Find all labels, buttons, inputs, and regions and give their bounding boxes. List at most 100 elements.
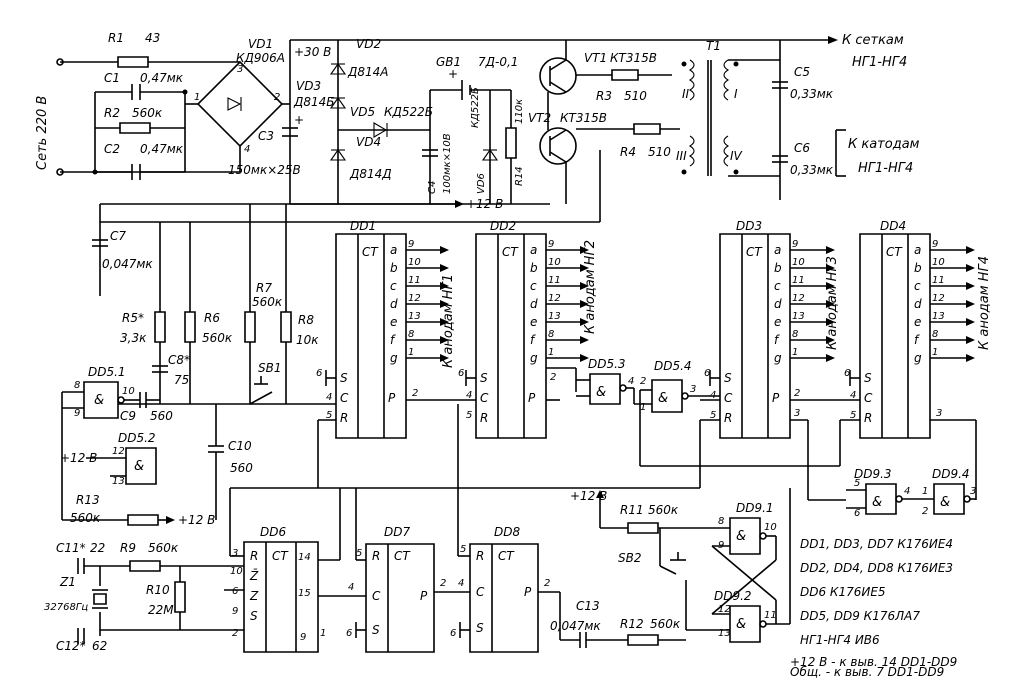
svg-text:6: 6 (450, 628, 456, 639)
svg-text:3: 3 (970, 486, 976, 497)
winding-iii: III (676, 149, 687, 163)
svg-text:13: 13 (718, 628, 731, 639)
svg-text:1: 1 (922, 486, 928, 497)
dd2-pin-11: 11 (548, 275, 561, 286)
svg-text:&: & (940, 495, 950, 510)
dd2-segment-c-arrow (580, 282, 589, 290)
c6-label: C6 (794, 141, 810, 155)
r14-label: R14 (514, 166, 525, 186)
svg-text:6: 6 (232, 586, 238, 597)
plus30-label: +30 В (294, 45, 331, 59)
svg-text:&: & (94, 393, 104, 408)
c8-label: C8* (168, 353, 190, 367)
vd6-label: VD6 (476, 173, 487, 194)
svg-text:6: 6 (346, 628, 352, 639)
svg-text:15: 15 (298, 588, 311, 599)
winding-ii: II (682, 87, 690, 101)
dd3-pin-10: 10 (792, 257, 805, 268)
svg-text:9: 9 (74, 408, 80, 419)
legend-line-6: +12 В - к выв. 14 DD1-DD9 (790, 655, 957, 669)
c10-label: C10 (228, 439, 252, 453)
dd1-ct: CT (362, 245, 379, 259)
svg-text:R: R (250, 549, 258, 563)
dd4-segment-f-arrow (966, 336, 975, 344)
dd2-segment-a-arrow (580, 246, 589, 254)
dd6-label: DD6 (260, 525, 286, 539)
dd3-segment-a: a (774, 243, 781, 257)
sb1-label: SB1 (258, 361, 281, 375)
dd2-segment-e: e (530, 315, 537, 329)
r2-label: R2 (104, 106, 120, 120)
r11-value: 560к (648, 503, 679, 517)
dd1-segment-b: b (390, 261, 398, 275)
r10-value: 22М (148, 603, 174, 617)
c1-value: 0,47мк (140, 71, 184, 85)
dd1-segment-d: d (390, 297, 398, 311)
svg-text:2: 2 (550, 372, 556, 383)
svg-text:R: R (476, 549, 484, 563)
legend-line-2: DD2, DD4, DD8 К176ИЕ3 (800, 561, 953, 575)
c7-value: 0,047мк (102, 257, 153, 271)
dd3-pin-9: 9 (792, 239, 798, 250)
c7-label: C7 (110, 229, 126, 243)
power-supply: Сеть 220 В R1 43 C1 0,47мк R2 560к C2 0,… (35, 31, 780, 211)
svg-text:3: 3 (237, 64, 243, 75)
dd4-pin-8: 8 (932, 329, 938, 340)
r12-value: 560к (650, 617, 681, 631)
dd4-segment-e-arrow (966, 318, 975, 326)
vd3-label: VD3 (296, 79, 321, 93)
dd4-segment-d-arrow (966, 300, 975, 308)
anodes-hg3: К анодам НГ3 (825, 256, 840, 350)
dd3-segment-d-arrow (826, 300, 835, 308)
dd2-segment-g: g (530, 351, 538, 365)
svg-text:R: R (372, 549, 380, 563)
svg-text:5: 5 (326, 410, 332, 421)
svg-text:&: & (872, 495, 882, 510)
r12-label: R12 (620, 617, 644, 631)
svg-text:2: 2 (274, 92, 280, 103)
svg-text:S: S (864, 371, 872, 385)
legend-line-7: Общ. - к выв. 7 DD1-DD9 (790, 665, 944, 678)
dd4-segment-a: a (914, 243, 921, 257)
dd1-segment-f-arrow (440, 336, 449, 344)
svg-text:P: P (388, 391, 396, 405)
dd2-segment-f-arrow (580, 336, 589, 344)
r13-value: 560к (70, 511, 101, 525)
dd3-segment-e-arrow (826, 318, 835, 326)
dd2-pin-10: 10 (548, 257, 561, 268)
dd4-segment-g-arrow (966, 354, 975, 362)
svg-text:12: 12 (718, 604, 731, 615)
dd1: DD1 CT S C R P 6 4 5 2 (316, 219, 458, 488)
svg-text:2: 2 (232, 628, 238, 639)
svg-text:2: 2 (640, 376, 646, 387)
c5-label: C5 (794, 65, 810, 79)
svg-text:5: 5 (854, 478, 860, 489)
vd1-label: VD1 (248, 37, 273, 51)
svg-text:Z: Z (249, 589, 259, 603)
svg-text:5: 5 (850, 410, 856, 421)
svg-text:C: C (372, 589, 381, 603)
gates-dd9-upper: DD9.3 & 5 6 4 DD9.4 & 3 1 2 (846, 467, 976, 519)
gb1-label: GB1 (436, 55, 461, 69)
dd2-segment-f: f (530, 333, 536, 347)
svg-text:S: S (250, 609, 258, 623)
dd1-pin-9: 9 (408, 239, 414, 250)
dd2-pin-12: 12 (548, 293, 561, 304)
svg-text:5: 5 (356, 548, 362, 559)
svg-text:6: 6 (844, 368, 850, 379)
vd1-type: КД906А (236, 51, 285, 65)
r14-value: 110к (514, 99, 525, 124)
dd3: DD3 CT S C R P 6 4 5 2 3 (700, 219, 860, 500)
svg-text:9: 9 (300, 632, 306, 643)
dd3-segment-c: c (774, 279, 781, 293)
dd1-pin-12: 12 (408, 293, 421, 304)
svg-text:6: 6 (316, 368, 322, 379)
dd2-segment-b-arrow (580, 264, 589, 272)
svg-text:10: 10 (122, 386, 135, 397)
svg-text:R: R (480, 411, 488, 425)
dd9-3-label: DD9.3 (854, 467, 892, 481)
r4-label: R4 (620, 145, 636, 159)
legend-line-5: НГ1-НГ4 ИВ6 (800, 633, 880, 647)
svg-text:14: 14 (298, 552, 311, 563)
dd3-segment-d: d (774, 297, 782, 311)
